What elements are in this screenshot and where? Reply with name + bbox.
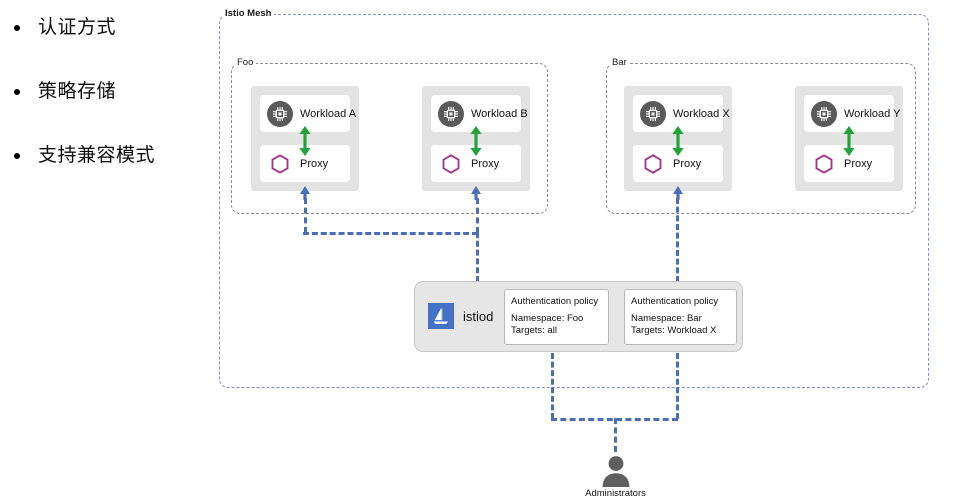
policy-namespace: Namespace: Bar [631,313,702,324]
sync-arrow-workload-b [469,126,483,156]
namespace-foo-boundary [231,63,548,214]
sailboat-icon [428,303,454,329]
administrators-actor: Administrators [578,455,653,497]
sync-arrow-workload-a [298,126,312,156]
person-icon [599,455,633,487]
admin-path-right-riser [676,353,679,419]
istio-mesh-label: Istio Mesh [223,8,275,19]
policy-targets: Targets: all [511,325,557,336]
namespace-bar-label: Bar [610,57,630,68]
namespace-bar-boundary [606,63,916,214]
workload-y-card[interactable]: Workload Y [804,95,900,132]
istio-mesh-boundary [219,14,929,388]
chip-icon [438,100,464,127]
bullet-marker-icon [14,89,20,95]
bullet-label: 认证方式 [38,17,117,38]
sync-arrow-workload-x [671,126,685,156]
workload-label: Workload X [673,107,730,120]
policy-namespace: Namespace: Foo [511,313,584,324]
policy-title: Authentication policy [631,296,719,307]
admin-path-left-riser [551,353,554,419]
chip-icon [267,100,293,127]
pod-workload-b: Workload B Proxy [422,86,530,191]
chip-icon [811,100,837,127]
bullet-marker-icon [14,153,20,159]
bullet-item-2: 策略存储 [14,81,214,103]
workload-a-card[interactable]: Workload A [260,95,356,132]
workload-b-card[interactable]: Workload B [431,95,528,132]
workload-x-card[interactable]: Workload X [633,95,730,132]
config-path-workload-a [304,198,307,233]
policy-targets: Targets: Workload X [631,325,717,336]
config-path-workload-b [476,198,479,233]
workload-label: Workload Y [844,107,901,120]
workload-label: Workload B [471,107,528,120]
policy-title: Authentication policy [511,296,599,307]
hexagon-icon [640,151,666,177]
bullet-label: 支持兼容模式 [38,145,156,166]
proxy-label: Proxy [673,157,702,170]
istiod-label: istiod [463,308,494,324]
auth-policy-card-bar[interactable]: Authentication policy Namespace: Bar Tar… [624,289,737,345]
proxy-label: Proxy [471,157,500,170]
auth-policy-card-foo[interactable]: Authentication policy Namespace: Foo Tar… [504,289,609,345]
admin-path-stem [614,418,617,452]
workload-label: Workload A [300,107,357,120]
config-path-workload-x [676,198,679,282]
config-path-foo-riser [476,232,479,282]
chip-icon [640,100,666,127]
bullet-item-1: 认证方式 [14,17,214,39]
bullet-marker-icon [14,25,20,31]
proxy-label: Proxy [300,157,329,170]
administrators-label: Administrators [585,488,646,497]
hexagon-icon [438,151,464,177]
sync-arrow-workload-y [842,126,856,156]
config-path-foo-branch [303,232,478,235]
bullet-label: 策略存储 [38,81,117,102]
proxy-label: Proxy [844,157,873,170]
istiod-brand: istiod [428,303,493,329]
hexagon-icon [811,151,837,177]
bullet-item-3: 支持兼容模式 [14,145,214,167]
pod-workload-y: Workload Y Proxy [795,86,903,191]
hexagon-icon [267,151,293,177]
namespace-foo-label: Foo [235,57,257,68]
